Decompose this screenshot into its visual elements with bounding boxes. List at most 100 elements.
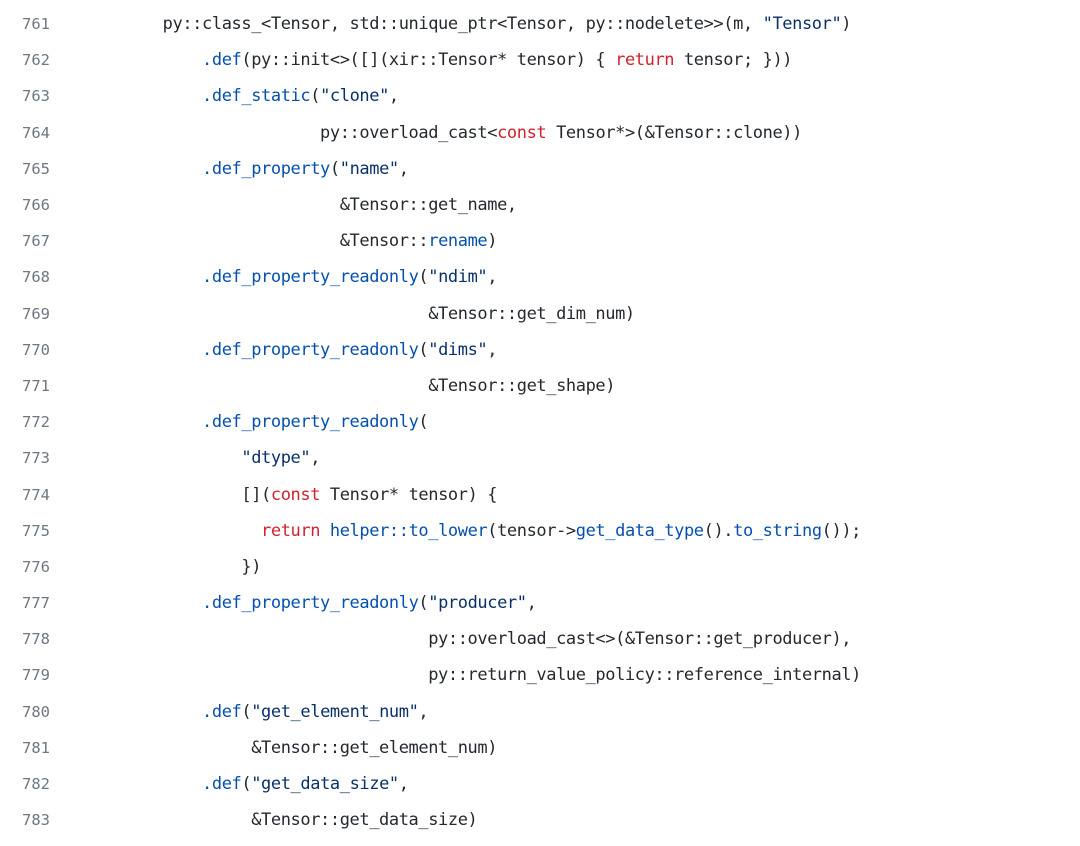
- code-token: const: [497, 122, 547, 143]
- code-token: "dims": [428, 339, 488, 360]
- line-number[interactable]: 778: [22, 630, 50, 649]
- code-line: 776 }): [0, 549, 1080, 585]
- line-number[interactable]: 762: [22, 51, 50, 70]
- code-line: 770 .def_property_readonly("dims",: [0, 332, 1080, 368]
- code-line: 763 .def_static("clone",: [0, 78, 1080, 114]
- code-text: &Tensor::get_shape): [84, 376, 1080, 396]
- code-token: .def_property_readonly: [202, 593, 419, 614]
- code-line: 781 &Tensor::get_element_num): [0, 730, 1080, 766]
- code-text: .def_property_readonly("producer",: [84, 593, 1080, 613]
- code-text: .def(py::init<>([](xir::Tensor* tensor) …: [84, 50, 1080, 70]
- code-token: ().: [703, 520, 734, 541]
- code-token: }): [84, 556, 262, 577]
- line-number[interactable]: 780: [22, 702, 50, 721]
- code-token: [84, 50, 202, 70]
- code-text: &Tensor::get_data_size): [84, 810, 1080, 830]
- code-token: py::overload_cast<>(&Tensor::get_produce…: [84, 629, 852, 650]
- code-token: .def_property_readonly: [202, 412, 419, 433]
- code-text: .def_property_readonly("dims",: [84, 340, 1080, 360]
- line-number[interactable]: 779: [22, 666, 50, 685]
- code-token: helper::to_lower: [329, 520, 488, 541]
- line-number[interactable]: 783: [22, 811, 50, 830]
- code-token: [84, 86, 202, 106]
- code-token: &Tensor::get_dim_num): [84, 303, 635, 324]
- code-token: ,: [418, 701, 429, 722]
- line-number[interactable]: 782: [22, 775, 50, 794]
- code-token: "name": [339, 158, 399, 179]
- code-token: (: [418, 339, 429, 360]
- line-number[interactable]: 772: [22, 413, 50, 432]
- code-token: [84, 340, 202, 360]
- line-number[interactable]: 766: [22, 196, 50, 215]
- code-text: .def_property_readonly("ndim",: [84, 267, 1080, 287]
- code-text: py::overload_cast<>(&Tensor::get_produce…: [84, 629, 1080, 649]
- code-token: "ndim": [428, 267, 488, 288]
- line-number[interactable]: 773: [22, 449, 50, 468]
- code-line: 768 .def_property_readonly("ndim",: [0, 259, 1080, 295]
- line-number[interactable]: 763: [22, 87, 50, 106]
- code-text: .def("get_data_size",: [84, 774, 1080, 794]
- line-number[interactable]: 769: [22, 304, 50, 323]
- code-text: .def_static("clone",: [84, 86, 1080, 106]
- code-token: ,: [487, 267, 498, 288]
- code-token: &Tensor::: [84, 231, 429, 252]
- line-number[interactable]: 764: [22, 123, 50, 142]
- code-token: ): [841, 14, 852, 35]
- code-token: "Tensor": [762, 14, 842, 35]
- code-token: [84, 702, 202, 722]
- line-number[interactable]: 765: [22, 159, 50, 178]
- line-number[interactable]: 777: [22, 594, 50, 613]
- code-token: "get_data_size": [251, 774, 399, 795]
- code-token: .def_property_readonly: [202, 267, 419, 288]
- code-line: 774 [](const Tensor* tensor) {: [0, 476, 1080, 512]
- code-token: return: [615, 50, 675, 71]
- code-token: ,: [398, 158, 409, 179]
- line-number[interactable]: 775: [22, 521, 50, 540]
- code-token: [84, 267, 202, 287]
- line-number[interactable]: 767: [22, 232, 50, 251]
- code-token: ,: [487, 339, 498, 360]
- code-token: ): [487, 231, 498, 252]
- code-token: &Tensor::get_name,: [84, 195, 517, 216]
- code-token: [](: [84, 484, 271, 505]
- code-token: (: [418, 412, 429, 433]
- code-token: ,: [526, 593, 537, 614]
- code-line: 778 py::overload_cast<>(&Tensor::get_pro…: [0, 621, 1080, 657]
- code-token: (: [329, 158, 340, 179]
- code-token: .def: [202, 50, 242, 71]
- code-token: Tensor* tensor) {: [320, 484, 498, 505]
- code-text: py::class_<Tensor, std::unique_ptr<Tenso…: [84, 14, 1080, 34]
- code-line: 783 &Tensor::get_data_size): [0, 802, 1080, 838]
- code-token: [84, 774, 202, 794]
- code-token: .def_property_readonly: [202, 339, 419, 360]
- code-token: .def: [202, 774, 242, 795]
- line-number[interactable]: 768: [22, 268, 50, 287]
- code-line: 766 &Tensor::get_name,: [0, 187, 1080, 223]
- code-line: 779 py::return_value_policy::reference_i…: [0, 657, 1080, 693]
- code-token: &Tensor::get_element_num): [84, 737, 498, 758]
- code-text: .def_property_readonly(: [84, 412, 1080, 432]
- code-token: (tensor->: [487, 520, 576, 541]
- code-token: (: [241, 774, 252, 795]
- code-token: (: [418, 267, 429, 288]
- code-token: (: [310, 86, 321, 107]
- code-text: py::return_value_policy::reference_inter…: [84, 665, 1080, 685]
- code-text: "dtype",: [84, 448, 1080, 468]
- code-text: .def("get_element_num",: [84, 702, 1080, 722]
- line-number[interactable]: 770: [22, 340, 50, 359]
- code-token: to_string: [733, 520, 822, 541]
- line-number[interactable]: 776: [22, 557, 50, 576]
- code-token: [84, 159, 202, 179]
- code-token: get_data_type: [575, 520, 704, 541]
- code-line: 772 .def_property_readonly(: [0, 404, 1080, 440]
- code-token: rename: [428, 231, 488, 252]
- line-number[interactable]: 774: [22, 485, 50, 504]
- code-token: ,: [388, 86, 399, 107]
- line-number[interactable]: 771: [22, 376, 50, 395]
- code-text: &Tensor::get_name,: [84, 195, 1080, 215]
- line-number[interactable]: 781: [22, 738, 50, 757]
- code-token: "get_element_num": [251, 701, 419, 722]
- line-number[interactable]: 761: [22, 15, 50, 34]
- code-text: py::overload_cast<const Tensor*>(&Tensor…: [84, 123, 1080, 143]
